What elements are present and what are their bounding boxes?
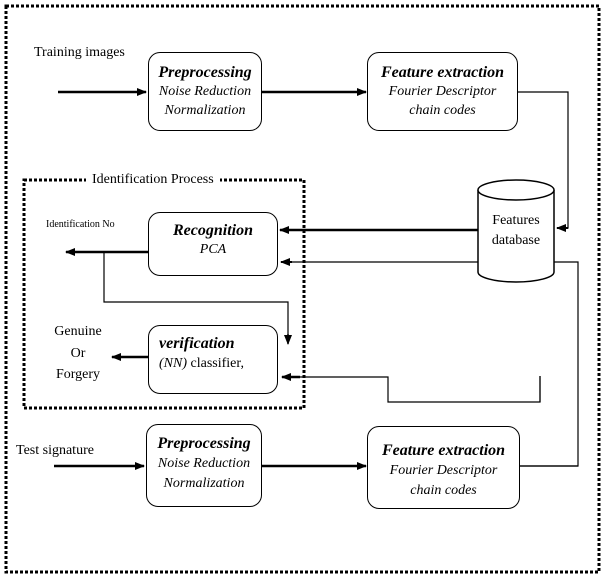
feature-extraction-line2: chain codes [409, 103, 476, 118]
verification-title: verification [159, 335, 235, 352]
preprocessing-title: Preprocessing [158, 64, 252, 81]
preprocessing-bottom-title: Preprocessing [157, 435, 251, 452]
feature-extraction-bottom-title: Feature extraction [381, 442, 506, 459]
test-signature-label: Test signature [16, 443, 94, 458]
database-line1: Features [492, 213, 540, 228]
feature-extraction-box-bottom: Feature extraction Fourier Descriptor ch… [367, 426, 520, 509]
recognition-box: Recognition PCA [148, 212, 278, 276]
database-line2: database [491, 233, 541, 248]
verification-classifier: classifier, [187, 356, 244, 371]
verification-box: verification (NN) classifier, [148, 325, 278, 394]
database-cylinder [477, 179, 555, 283]
result-line1: Genuine [54, 324, 102, 339]
preprocessing-box-top: Preprocessing Noise Reduction Normalizat… [148, 52, 262, 131]
result-line2: Or [70, 346, 86, 361]
verification-line1: (NN) classifier, [159, 357, 244, 371]
line-test-feature-to-verification [290, 376, 541, 403]
outer-frame [4, 4, 601, 574]
preprocessing-bottom-line2: Normalization [163, 476, 245, 491]
preprocessing-box-bottom: Preprocessing Noise Reduction Normalizat… [146, 424, 262, 507]
verification-nn: (NN) [159, 356, 187, 371]
feature-extraction-box-top: Feature extraction Fourier Descriptor ch… [367, 52, 518, 131]
feature-extraction-title: Feature extraction [380, 64, 505, 81]
line-recognition-to-verification [103, 252, 289, 340]
preprocessing-bottom-line1: Noise Reduction [157, 456, 251, 471]
feature-extraction-bottom-line1: Fourier Descriptor [389, 463, 498, 478]
feature-extraction-bottom-line2: chain codes [410, 483, 477, 498]
feature-extraction-line1: Fourier Descriptor [388, 84, 497, 99]
recognition-line1: PCA [199, 242, 227, 257]
preprocessing-line1: Noise Reduction [158, 84, 252, 99]
preprocessing-line2: Normalization [164, 103, 246, 118]
result-line3: Forgery [55, 367, 101, 382]
identification-process-label: Identification Process [86, 173, 220, 187]
identification-no-label: Identification No [46, 219, 115, 230]
training-images-label: Training images [34, 45, 125, 60]
recognition-title: Recognition [172, 222, 253, 239]
